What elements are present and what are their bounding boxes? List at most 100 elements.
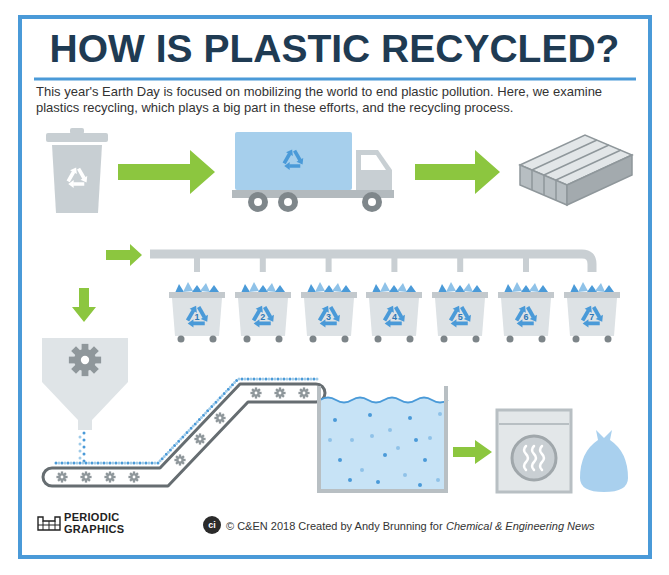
plastic-flakes	[396, 446, 400, 450]
credit-text: © C&EN 2018 Created by Andy Brunning for	[226, 519, 443, 533]
plastic-flakes	[428, 436, 432, 440]
flow-arrow	[106, 244, 142, 266]
truck-wheel	[248, 192, 268, 212]
plastic-pieces	[538, 285, 548, 292]
gear-icon	[250, 387, 261, 398]
bin-wheel	[572, 336, 579, 343]
sorting-bin: 6	[498, 280, 554, 344]
plastic-pieces	[397, 283, 407, 292]
sorting-bin: 1	[169, 280, 225, 344]
plastic-pieces	[504, 284, 513, 293]
bin-wheel	[604, 336, 611, 343]
bin-wheel	[309, 336, 316, 343]
gear-icon	[69, 344, 101, 376]
plastic-pieces	[472, 285, 482, 292]
wash-tank	[319, 386, 448, 491]
plastic-pieces	[200, 283, 210, 292]
trash-bin	[46, 128, 108, 213]
bin-rim	[169, 292, 225, 298]
shredder	[42, 338, 128, 430]
facility-ridges	[532, 170, 556, 200]
plastic-flakes	[423, 458, 427, 462]
credit-publication: Chemical & Engineering News	[446, 519, 595, 533]
gear-icon	[274, 387, 285, 398]
plastic-flakes	[333, 418, 337, 422]
bin-lid	[46, 133, 108, 142]
bin-wheel	[375, 336, 382, 343]
gear-icon	[80, 471, 91, 482]
resin-code: 5	[432, 312, 488, 322]
pellet-bag	[580, 430, 628, 492]
sorting-bin: 7	[564, 280, 620, 344]
resin-code: 4	[366, 312, 422, 322]
plastic-pieces	[183, 282, 193, 292]
plastic-pieces	[372, 284, 381, 293]
intro-text: This year's Earth Day is focused on mobi…	[36, 84, 638, 116]
bin-wheel	[341, 336, 348, 343]
plastic-pieces	[529, 283, 539, 292]
plastic-pieces	[512, 282, 522, 292]
wheel-hub	[284, 198, 292, 206]
resin-code: 7	[564, 312, 620, 322]
plastic-pieces	[275, 285, 285, 292]
plastic-pieces	[241, 284, 250, 293]
plastic-pieces	[570, 284, 579, 293]
sorting-bin: 4	[366, 280, 422, 344]
truck-container	[235, 132, 352, 190]
recycle-symbol	[280, 149, 303, 174]
facility-front	[520, 165, 567, 205]
sorting-bin: 2	[235, 280, 291, 344]
water	[320, 398, 448, 491]
bin-wheel	[539, 336, 546, 343]
plastic-pieces	[406, 285, 416, 292]
flow-arrow	[72, 288, 96, 322]
bin-wheel	[407, 336, 414, 343]
bin-wheel	[507, 336, 514, 343]
plastic-flakes	[338, 458, 342, 462]
plastic-flakes	[370, 434, 374, 438]
plastic-pieces	[332, 283, 342, 292]
plastic-pieces	[266, 283, 276, 292]
plastic-flakes	[328, 438, 332, 442]
periodic-table-icon	[38, 517, 60, 530]
pipe-drop	[260, 256, 266, 272]
plastic-flakes	[408, 416, 412, 420]
bin-wheel	[473, 336, 480, 343]
frame	[20, 17, 650, 557]
resin-code: 2	[235, 312, 291, 322]
plastic-pieces	[341, 285, 351, 292]
bin-rim	[432, 292, 488, 298]
plastic-flakes	[79, 437, 82, 462]
plastic-flakes	[360, 468, 364, 472]
shredder-funnel	[42, 382, 128, 430]
table-outline	[38, 517, 60, 530]
sorting-facility	[520, 135, 632, 205]
pipe-drop	[391, 256, 397, 272]
sorting-bin: 5	[432, 280, 488, 344]
truck	[232, 132, 394, 212]
plastic-flakes	[83, 433, 86, 462]
pipe-drop	[457, 256, 463, 272]
plastic-pieces	[209, 285, 219, 292]
plastic-pieces	[175, 284, 184, 293]
bin-wheel	[243, 336, 250, 343]
bin-body	[52, 145, 102, 213]
plastic-pieces	[438, 284, 447, 293]
tank-walls	[319, 386, 446, 491]
facility-ridges	[532, 140, 621, 180]
recycle-symbol	[64, 167, 87, 192]
bin-rim	[366, 292, 422, 298]
sorting-bin: 3	[301, 280, 357, 344]
plastic-flakes	[388, 428, 392, 432]
bin-wheel	[178, 336, 185, 343]
title: HOW IS PLASTIC RECYCLED?	[20, 27, 649, 71]
plastic-flakes	[328, 412, 442, 487]
water-surface	[320, 398, 448, 403]
bin-rim	[301, 292, 357, 298]
gear-icon	[56, 471, 67, 482]
bin-wheel	[441, 336, 448, 343]
plastic-flakes	[436, 478, 440, 482]
plastic-flakes	[376, 480, 380, 484]
plastic-pieces	[315, 282, 325, 292]
